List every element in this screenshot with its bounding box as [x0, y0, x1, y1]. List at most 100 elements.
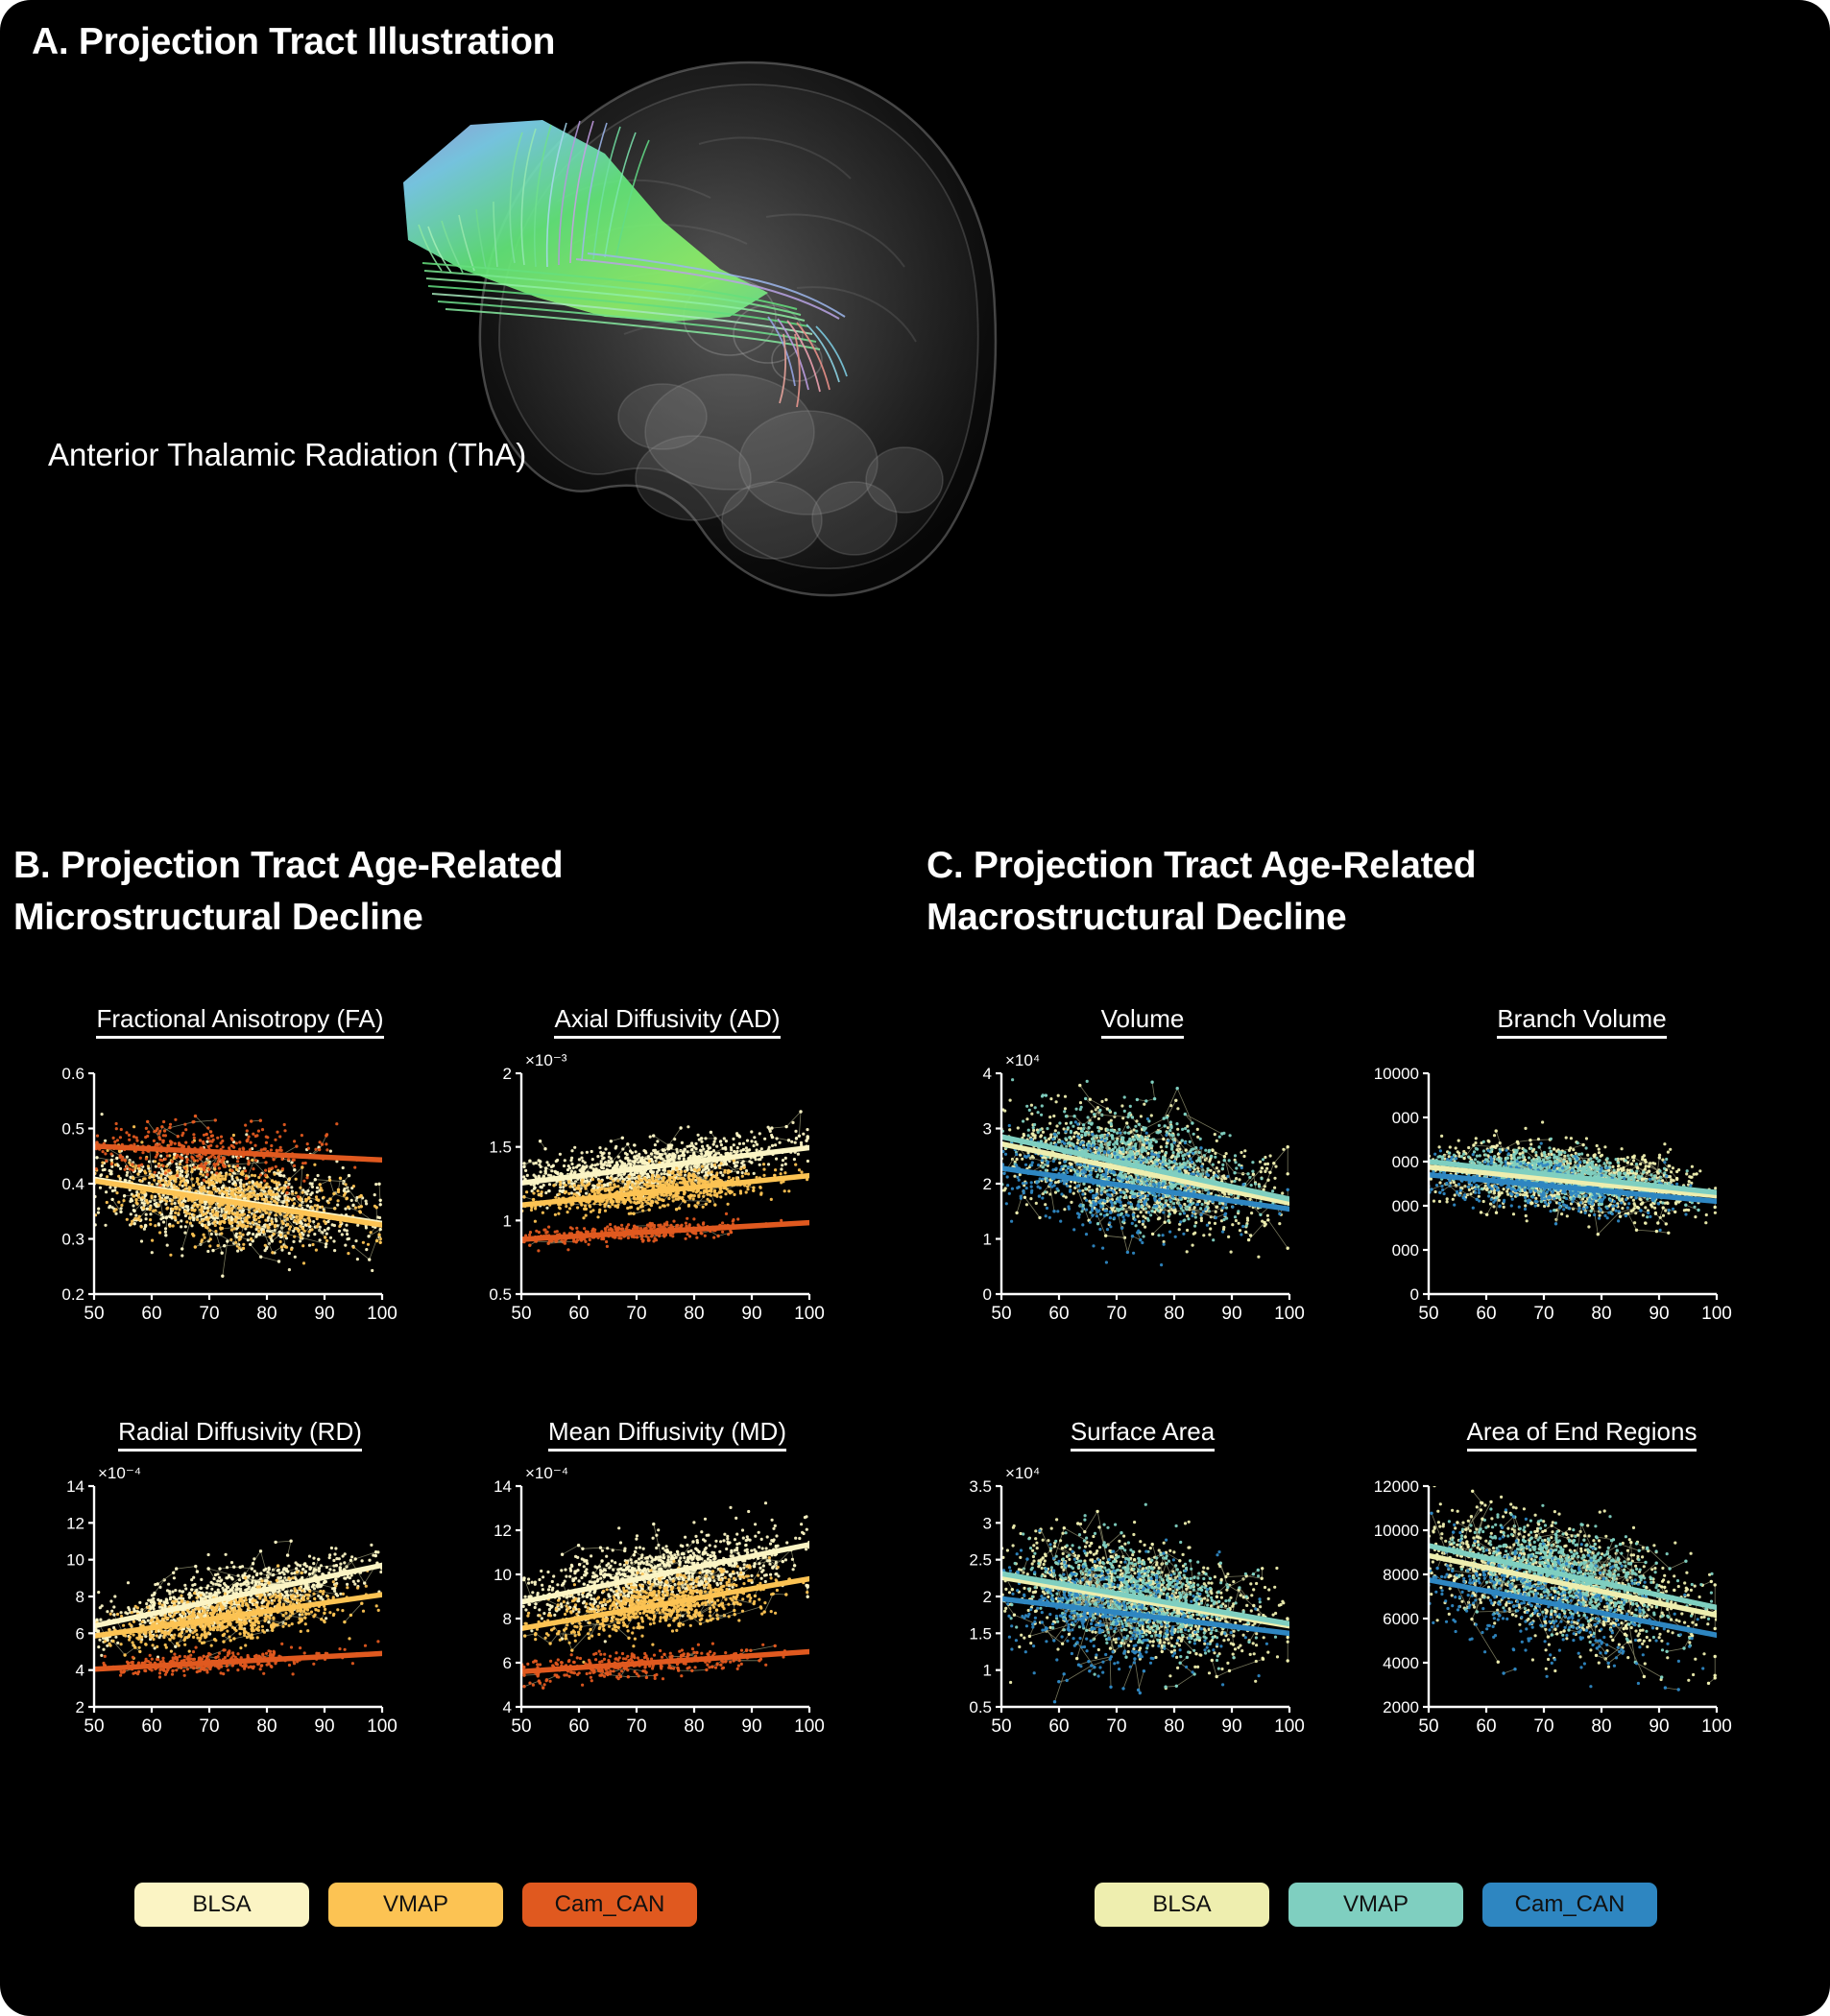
- y-tick-label: 0.4: [61, 1175, 84, 1193]
- trend-line-cam_can: [1001, 1165, 1289, 1212]
- x-tick-label: 70: [1533, 1716, 1553, 1737]
- panel-a-heading: A. Projection Tract Illustration: [32, 21, 556, 62]
- x-tick-label: 50: [511, 1304, 531, 1324]
- tract-streamline-fibers: [418, 120, 848, 408]
- trend-line-cam_can: [94, 1143, 382, 1164]
- chart-title-text: Area of End Regions: [1466, 1417, 1698, 1452]
- y-tick-label: 0.6: [61, 1065, 84, 1083]
- y-tick-label: 0.2: [61, 1285, 84, 1304]
- trend-line-vmap: [1001, 1571, 1289, 1627]
- x-tick-label: 70: [199, 1716, 219, 1737]
- x-tick-label: 100: [1701, 1304, 1732, 1324]
- x-tick-label: 100: [367, 1304, 397, 1324]
- y-tick-label: 3: [983, 1120, 992, 1139]
- trend-line-blsa: [1001, 1140, 1289, 1206]
- x-tick-label: 50: [1418, 1716, 1438, 1737]
- panel-c-heading-line2: Macrostructural Decline: [927, 897, 1347, 938]
- chart-title: Axial Diffusivity (AD): [456, 1004, 879, 1039]
- legend-item-vmap[interactable]: VMAP: [1288, 1883, 1463, 1927]
- y-tick-label: 4: [503, 1698, 512, 1716]
- trend-line-vmap: [521, 1172, 809, 1208]
- chart-title: Radial Diffusivity (RD): [29, 1417, 451, 1452]
- y-tick-label: 0: [983, 1285, 992, 1304]
- trend-line-blsa: [1429, 1164, 1717, 1199]
- axis-exponent-label: ×10⁻⁴: [525, 1464, 568, 1482]
- y-tick-label: 10000: [1374, 1522, 1419, 1540]
- chart-title: Fractional Anisotropy (FA): [29, 1004, 451, 1039]
- y-tick-label: 12: [66, 1514, 84, 1532]
- x-tick-label: 80: [256, 1716, 277, 1737]
- y-tick-label: 2.5: [969, 1551, 992, 1570]
- axis-exponent-label: ×10⁴: [1005, 1464, 1040, 1482]
- legend-label: BLSA: [1152, 1891, 1212, 1917]
- x-tick-label: 70: [199, 1304, 219, 1324]
- y-tick-label: 12: [494, 1522, 512, 1540]
- y-tick-label: 000: [1392, 1153, 1419, 1171]
- x-tick-label: 90: [314, 1716, 334, 1737]
- data-layer: [1001, 1502, 1289, 1704]
- panel-b-heading-line2: Microstructural Decline: [13, 897, 423, 938]
- x-tick-label: 80: [1591, 1716, 1611, 1737]
- x-tick-label: 70: [1106, 1716, 1126, 1737]
- legend-label: VMAP: [1342, 1891, 1409, 1917]
- data-layer: [1429, 1486, 1717, 1692]
- y-tick-label: 14: [66, 1477, 84, 1496]
- trend-line-blsa: [94, 1562, 382, 1629]
- y-tick-label: 6000: [1383, 1610, 1419, 1628]
- chart-title-text: Mean Diffusivity (MD): [547, 1417, 786, 1452]
- chart-title-text: Axial Diffusivity (AD): [554, 1004, 781, 1039]
- x-tick-label: 60: [1048, 1716, 1069, 1737]
- trend-line-vmap: [1429, 1159, 1717, 1195]
- x-tick-label: 90: [1221, 1716, 1241, 1737]
- trend-line-vmap: [1001, 1134, 1289, 1202]
- axis-exponent-label: ×10⁴: [1005, 1051, 1040, 1069]
- trend-line-cam_can: [94, 1650, 382, 1672]
- y-tick-label: 4: [76, 1662, 84, 1680]
- x-tick-label: 70: [626, 1716, 646, 1737]
- x-tick-label: 90: [314, 1304, 334, 1324]
- y-tick-label: 0.5: [489, 1285, 512, 1304]
- y-tick-label: 2: [76, 1698, 84, 1716]
- legend-label: Cam_CAN: [1514, 1891, 1625, 1917]
- y-tick-label: 2000: [1383, 1698, 1419, 1716]
- legend-item-blsa[interactable]: BLSA: [134, 1883, 309, 1927]
- series-cam_can: [521, 1642, 786, 1690]
- y-tick-label: 4000: [1383, 1654, 1419, 1672]
- x-tick-label: 80: [1591, 1304, 1611, 1324]
- trend-line-cam_can: [1001, 1596, 1289, 1637]
- x-tick-label: 60: [141, 1716, 161, 1737]
- panel-a-projection-tract-illustration: A. Projection Tract Illustration: [0, 0, 1830, 826]
- legend-item-blsa[interactable]: BLSA: [1095, 1883, 1269, 1927]
- data-layer: [1001, 1078, 1289, 1267]
- x-tick-label: 100: [1274, 1716, 1305, 1737]
- legend-item-vmap[interactable]: VMAP: [328, 1883, 503, 1927]
- y-tick-label: 0.3: [61, 1231, 84, 1249]
- series-cam_can: [1001, 1528, 1271, 1704]
- legend-item-camcan[interactable]: Cam_CAN: [522, 1883, 697, 1927]
- legend-label: VMAP: [382, 1891, 448, 1917]
- x-tick-label: 50: [1418, 1304, 1438, 1324]
- legend-microstructural: BLSA VMAP Cam_CAN: [134, 1883, 697, 1927]
- y-tick-label: 8: [503, 1610, 512, 1628]
- x-tick-label: 90: [1221, 1304, 1241, 1324]
- legend-item-camcan[interactable]: Cam_CAN: [1482, 1883, 1657, 1927]
- x-tick-label: 50: [511, 1716, 531, 1737]
- y-tick-label: 000: [1392, 1109, 1419, 1127]
- y-tick-label: 10: [494, 1566, 512, 1584]
- y-tick-label: 12000: [1374, 1477, 1419, 1496]
- x-tick-label: 90: [741, 1304, 761, 1324]
- x-tick-label: 50: [84, 1304, 104, 1324]
- chart-title: Mean Diffusivity (MD): [456, 1417, 879, 1452]
- data-layer: [1429, 1120, 1717, 1236]
- y-tick-label: 8: [76, 1588, 84, 1606]
- y-tick-label: 3: [983, 1514, 992, 1532]
- y-tick-label: 10: [66, 1551, 84, 1570]
- x-tick-label: 90: [741, 1716, 761, 1737]
- x-tick-label: 70: [1106, 1304, 1126, 1324]
